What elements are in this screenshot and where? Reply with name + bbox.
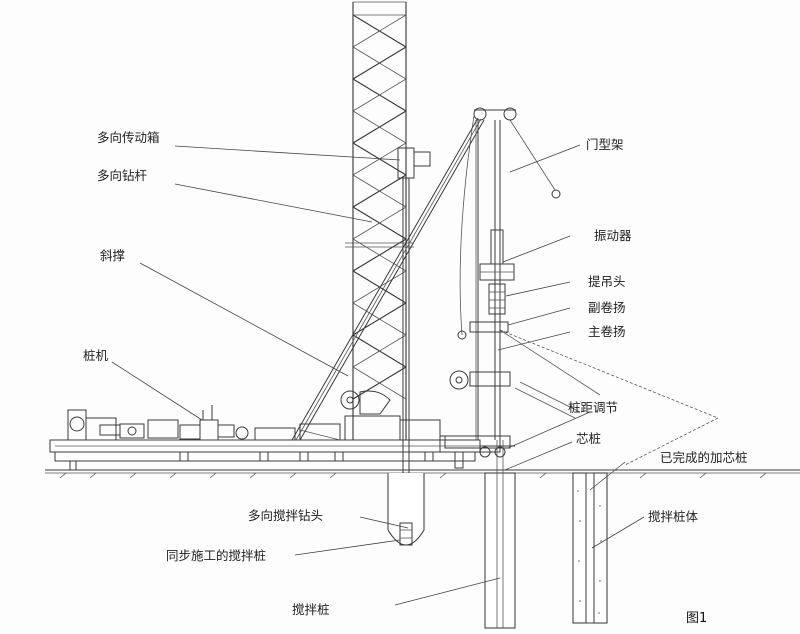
- label-vibrator: 振动器: [594, 228, 632, 243]
- guide-rope: [499, 329, 719, 466]
- gantry-frame: [459, 107, 561, 440]
- label-aux-winch: 副卷扬: [588, 300, 626, 315]
- label-core-pile: 芯桩: [576, 431, 601, 446]
- main-winch: [449, 370, 511, 390]
- figure-number: 图1: [686, 611, 707, 626]
- sync-mixing-pile-shape: [387, 473, 425, 546]
- label-main-winch: 主卷扬: [588, 324, 626, 339]
- label-mixing-pile: 搅拌桩: [292, 602, 330, 617]
- ground-line: [45, 469, 800, 479]
- label-brace: 斜撑: [100, 248, 126, 263]
- pile-spacing-adjust: [444, 435, 511, 458]
- label-gearbox: 多向传动箱: [97, 130, 160, 145]
- vibrator: [479, 229, 515, 281]
- diagonal-brace: [291, 117, 485, 441]
- label-finished-core-pile: 已完成的加芯桩: [660, 450, 748, 465]
- pile-machine-body: [67, 390, 441, 441]
- mixing-pile-shape: [484, 440, 516, 629]
- finished-core-pile-shape: [572, 472, 608, 624]
- label-sync-mixing-pile: 同步施工的搅拌桩: [166, 548, 266, 563]
- label-pile-machine: 桩机: [83, 348, 109, 363]
- leader-lines: [111, 144, 645, 606]
- label-pile-spacing: 桩距调节: [568, 400, 618, 415]
- base-feet: [69, 451, 464, 471]
- label-mixing-drill-head: 多向搅拌钻头: [248, 508, 323, 523]
- label-mixing-pile-body: 搅拌桩体: [648, 509, 699, 524]
- diagram-labels: 多向传动箱 多向钻杆 门型架 振动器 斜撑 提吊头 副卷扬 主卷扬 桩机 桩距调…: [83, 130, 748, 626]
- aux-winch: [457, 321, 509, 340]
- gearbox: [397, 140, 431, 179]
- label-drill-rod: 多向钻杆: [97, 168, 148, 183]
- label-lifting-head: 提吊头: [588, 274, 626, 289]
- lattice-mast: [345, 1, 414, 440]
- label-gantry: 门型架: [586, 137, 624, 152]
- lifting-head: [488, 283, 506, 315]
